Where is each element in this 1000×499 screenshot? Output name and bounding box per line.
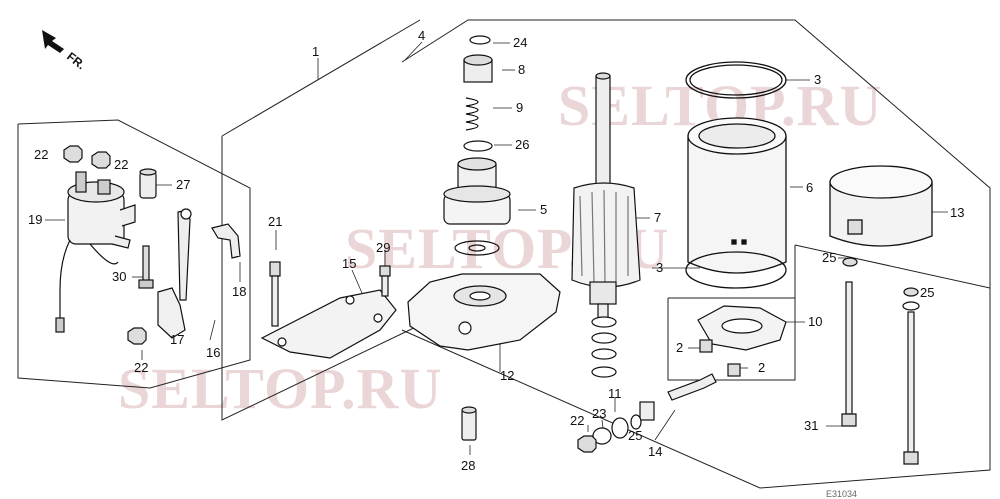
callout-25-right: 25 <box>920 285 934 300</box>
terminal-parts <box>577 373 717 453</box>
armature <box>571 72 641 378</box>
front-cover <box>407 273 561 441</box>
callout-24: 24 <box>513 35 527 50</box>
callout-numbers: 1 4 24 8 9 26 5 7 3 6 13 3 25 25 10 2 2 … <box>28 28 964 473</box>
callout-16: 16 <box>206 345 220 360</box>
through-bolts <box>841 257 920 465</box>
mounting-hardware <box>260 261 397 359</box>
callout-1: 1 <box>312 44 319 59</box>
callout-22-bottom: 22 <box>570 413 584 428</box>
callout-8: 8 <box>518 62 525 77</box>
part-code: E31034 <box>826 489 857 499</box>
callout-4: 4 <box>418 28 425 43</box>
callout-28: 28 <box>461 458 475 473</box>
callout-2-right: 2 <box>758 360 765 375</box>
callout-18: 18 <box>232 284 246 299</box>
front-direction-arrow-icon <box>42 30 64 53</box>
callout-2-left: 2 <box>676 340 683 355</box>
callout-15: 15 <box>342 256 356 271</box>
end-cover <box>829 165 933 247</box>
callout-23: 23 <box>592 406 606 421</box>
watermark-bottom: SELTOP.RU <box>118 356 442 421</box>
callout-22-nut-right: 22 <box>114 157 128 172</box>
callout-11: 11 <box>608 386 622 401</box>
callout-31: 31 <box>804 418 818 433</box>
callout-10: 10 <box>808 314 822 329</box>
callout-22-nut-left: 22 <box>34 147 48 162</box>
callout-25-upper: 25 <box>822 250 836 265</box>
callout-7: 7 <box>654 210 661 225</box>
front-direction-label: FR. <box>64 49 88 72</box>
callout-12: 12 <box>500 368 514 383</box>
callout-3-top: 3 <box>814 72 821 87</box>
callout-3-bottom: 3 <box>656 260 663 275</box>
callout-13: 13 <box>950 205 964 220</box>
callout-9: 9 <box>516 100 523 115</box>
callout-5: 5 <box>540 202 547 217</box>
callout-30: 30 <box>112 269 126 284</box>
brush-holder <box>697 305 787 377</box>
callout-22-lower: 22 <box>134 360 148 375</box>
callout-17: 17 <box>170 332 184 347</box>
yoke-housing <box>685 61 787 289</box>
callout-6: 6 <box>806 180 813 195</box>
callout-25-bottom: 25 <box>628 428 642 443</box>
callout-27: 27 <box>176 177 190 192</box>
group-outline-lines <box>17 19 991 489</box>
pinion-stack <box>443 35 511 256</box>
callout-14: 14 <box>648 444 662 459</box>
solenoid-assembly <box>55 145 241 345</box>
callout-26: 26 <box>515 137 529 152</box>
callout-29: 29 <box>376 240 390 255</box>
callout-21: 21 <box>268 214 282 229</box>
callout-19: 19 <box>28 212 42 227</box>
